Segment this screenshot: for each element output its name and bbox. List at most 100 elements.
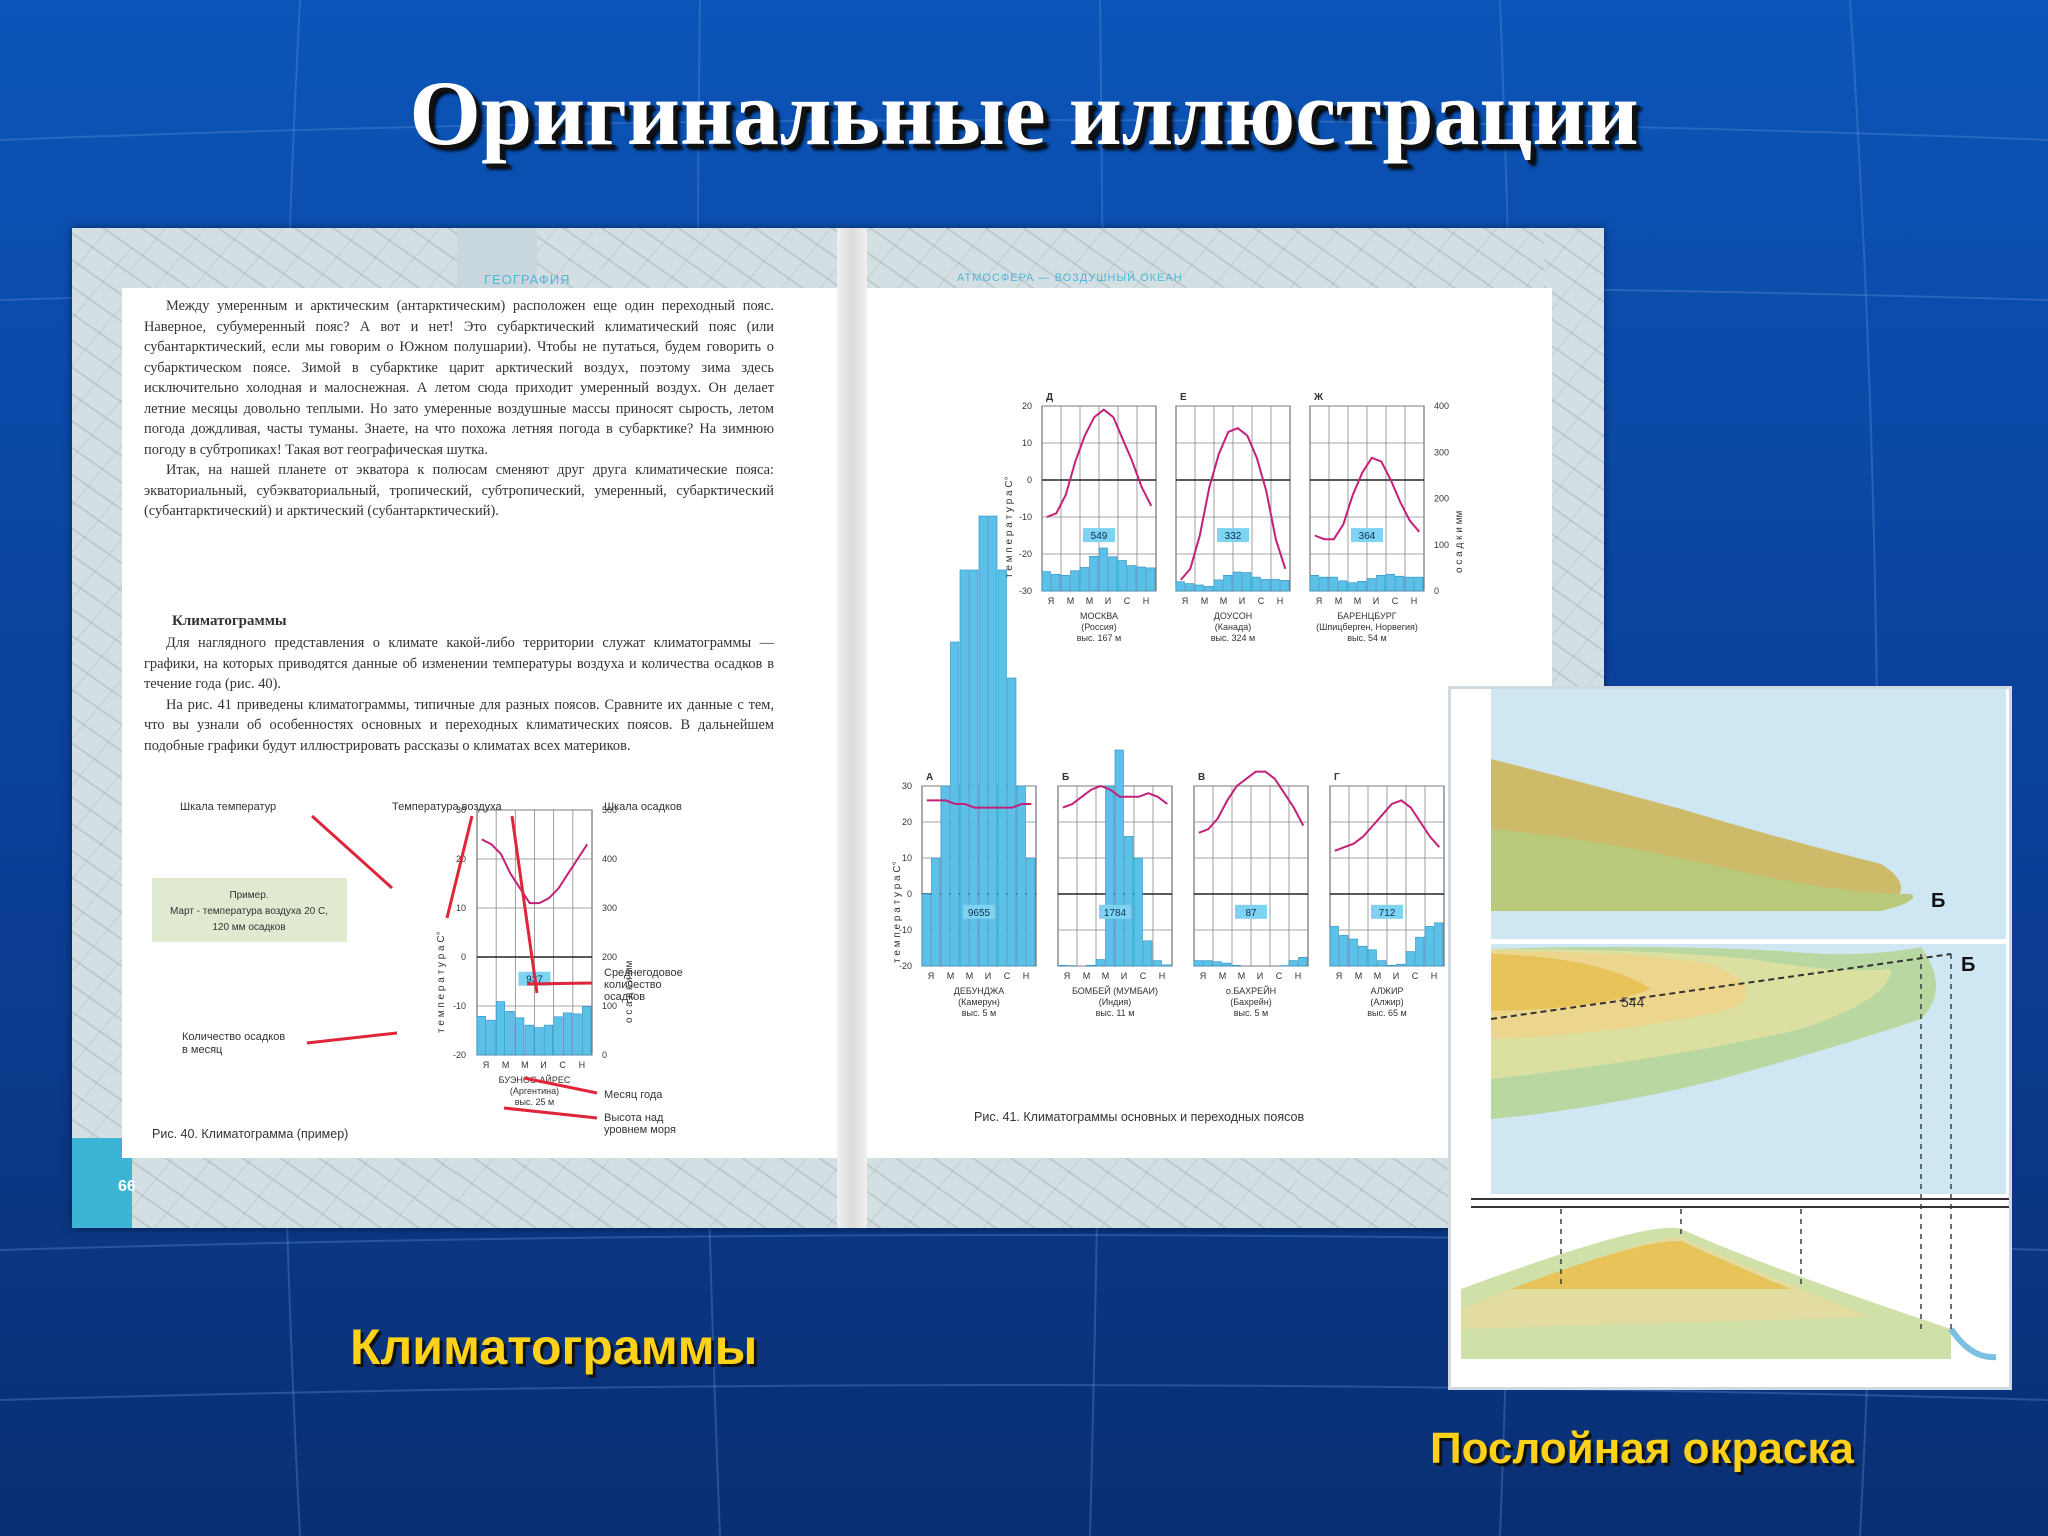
total-badge (1371, 904, 1403, 919)
station-label: БОМБЕЙ (МУМБАИ) (1072, 985, 1158, 996)
tick-label: 0 (907, 889, 912, 899)
total-badge (1083, 528, 1115, 543)
precipitation-bar (476, 1015, 486, 1056)
precipitation-bar (1288, 960, 1298, 967)
precipitation-bar (1298, 957, 1308, 967)
relief-illustration: Б 544 Б (1448, 686, 2012, 1390)
station-label: (Россия) (1081, 622, 1117, 632)
spine (837, 228, 867, 1228)
station-label: выс. 324 м (1211, 633, 1255, 643)
paragraph: Для наглядного представления о климате к… (144, 635, 774, 692)
month-label: Н (1143, 596, 1150, 606)
month-label: И (1239, 596, 1245, 606)
tick-label: 300 (602, 903, 617, 913)
precipitation-bar (1007, 677, 1017, 967)
temperature-line (926, 799, 1032, 809)
tick-label: 0 (1027, 475, 1032, 485)
precipitation-bar (1136, 566, 1146, 592)
month-label: С (1412, 971, 1419, 981)
tick-label: 0 (461, 952, 466, 962)
month-label: М (1220, 596, 1228, 606)
total-precipitation: 1784 (1104, 908, 1127, 919)
body-text-2: Для наглядного представления о климате к… (144, 633, 774, 756)
precipitation-bar (1026, 857, 1036, 967)
callout-avg: Среднегодовое (604, 967, 683, 979)
precipitation-bar (1016, 785, 1026, 967)
month-label: Н (1023, 971, 1029, 981)
precipitation-bar (1124, 836, 1134, 967)
month-label: М (1201, 596, 1209, 606)
temperature-line (1198, 770, 1305, 834)
total-badge (1099, 904, 1131, 919)
figure-41: Рис. 41. Климатограммы основных и перехо… (892, 392, 1491, 1124)
month-label: Н (1431, 971, 1438, 981)
month-label: М (1086, 596, 1094, 606)
chart-letter: В (1198, 772, 1205, 783)
precipitation-bar (582, 1006, 592, 1056)
precipitation-bar (988, 515, 998, 967)
station-label: (Индия) (1099, 997, 1132, 1007)
precipitation-bar (959, 569, 969, 967)
month-label: Н (1295, 971, 1302, 981)
precipitation-bar (1098, 547, 1108, 592)
tick-label: 100 (602, 1001, 617, 1011)
precipitation-bar (978, 515, 988, 967)
month-label: М (1238, 971, 1246, 981)
station-label: выс. 54 м (1347, 633, 1386, 643)
precipitation-bar (1143, 940, 1153, 967)
station-label: ДОУСОН (1214, 611, 1252, 621)
precipitation-bar (1338, 580, 1348, 592)
total-precipitation: 332 (1225, 531, 1242, 542)
precipitation-bar (515, 1017, 525, 1056)
month-label: М (1374, 971, 1382, 981)
temperature-line (1046, 408, 1153, 518)
total-precipitation: 712 (1379, 908, 1396, 919)
subheading: Климатограммы (172, 613, 287, 629)
paragraph: Итак, на нашей планете от экватора к пол… (144, 462, 774, 519)
station-label: (Бахрейн) (1230, 997, 1271, 1007)
precipitation-bar (543, 1024, 553, 1056)
month-label: Н (1159, 971, 1166, 981)
station-label: (Шпицберген, Норвегия) (1316, 622, 1418, 632)
paragraph: На рис. 41 приведены климатограммы, типи… (144, 696, 774, 754)
precipitation-bar (1213, 579, 1223, 592)
precipitation-bar (562, 1012, 573, 1056)
month-label: И (540, 1060, 546, 1070)
total-precipitation: 549 (1091, 531, 1108, 542)
station-label: (Камерун) (958, 997, 1000, 1007)
tick-label: 30 (902, 781, 912, 791)
tick-label: 200 (602, 952, 617, 962)
month-label: Я (1064, 971, 1071, 981)
tick-label: -20 (453, 1050, 466, 1060)
precipitation-bar (1089, 556, 1099, 592)
marker-b: Б (1931, 890, 1945, 912)
running-head-right: АТМОСФЕРА — ВОЗДУШНЫЙ ОКЕАН (957, 272, 1183, 284)
marker-b: Б (1961, 954, 1975, 976)
precipitation-bar (940, 785, 950, 967)
chart-letter: Г (1334, 772, 1340, 783)
callout-height: уровнем моря (604, 1124, 676, 1136)
month-label: Н (1411, 596, 1418, 606)
total-precipitation: 364 (1359, 531, 1376, 542)
month-label: Н (1277, 596, 1284, 606)
callout-monthly: Количество осадков (182, 1031, 285, 1043)
total-badge (1217, 528, 1249, 543)
temperature-line (1314, 456, 1421, 541)
station-label: выс. 25 м (515, 1097, 554, 1107)
station-label: (Алжир) (1370, 997, 1403, 1007)
precipitation-bar (931, 857, 941, 967)
precipitation-bar (1127, 565, 1137, 592)
total-precipitation: 87 (1245, 908, 1257, 919)
month-label: М (1102, 971, 1110, 981)
station-label: (Аргентина) (510, 1086, 559, 1096)
total-badge (1351, 528, 1383, 543)
precipitation-bar (1251, 576, 1261, 592)
precipitation-bar (1041, 571, 1051, 592)
temperature-line (1334, 799, 1441, 852)
station-label: ДЕБУНДЖА (954, 986, 1004, 996)
precipitation-bar (486, 1019, 496, 1056)
month-label: С (559, 1060, 566, 1070)
precipitation-bar (1358, 945, 1368, 967)
